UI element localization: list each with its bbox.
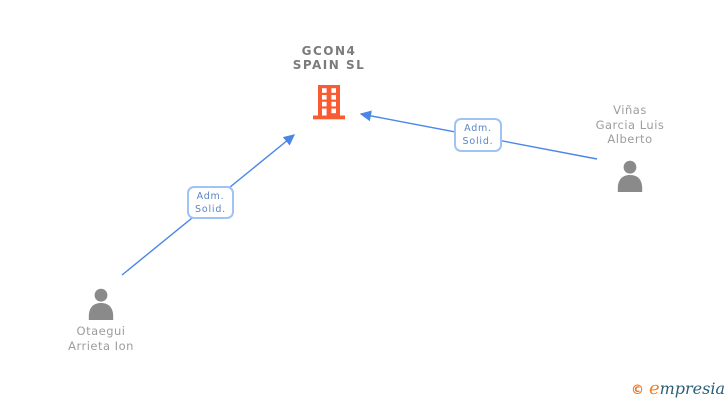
company-name: GCON4 SPAIN SL (254, 44, 404, 72)
building-icon (312, 85, 346, 120)
edge-label-text: Adm. (464, 123, 492, 134)
empresia-logo[interactable]: © empresia (630, 380, 725, 399)
edge-label-adm-solid-otaegui[interactable]: Adm. Solid. (187, 186, 234, 219)
brand-prefix: e (648, 378, 660, 399)
edge-label-adm-solid-vinas[interactable]: Adm. Solid. (454, 118, 502, 152)
edge-label-text: Adm. (196, 190, 225, 202)
person-node-otaegui[interactable]: Otaegui Arrieta Ion (29, 288, 173, 353)
person-name: Otaegui Arrieta Ion (29, 324, 173, 353)
person-icon (86, 288, 116, 320)
person-icon (615, 160, 645, 192)
company-name-line: GCON4 (301, 44, 357, 58)
person-name-line: Garcia Luis (595, 117, 665, 132)
company-name-line: SPAIN SL (292, 58, 366, 72)
company-node-gcon4-spain-sl[interactable]: GCON4 SPAIN SL (254, 44, 404, 120)
person-name-line: Alberto (607, 132, 653, 146)
person-name: Viñas Garcia Luis Alberto (555, 103, 705, 147)
person-name-line: Viñas (613, 103, 647, 117)
person-name-line: Otaegui (76, 324, 126, 338)
copyright-icon: © (630, 383, 644, 398)
edge-label-text: Solid. (195, 203, 226, 215)
person-name-line: Arrieta Ion (68, 338, 134, 353)
brand-suffix: mpresia (659, 379, 725, 398)
brand-text: empresia (649, 380, 725, 398)
edge-label-text: Solid. (462, 136, 494, 147)
person-node-vinas[interactable]: Viñas Garcia Luis Alberto (555, 103, 705, 192)
